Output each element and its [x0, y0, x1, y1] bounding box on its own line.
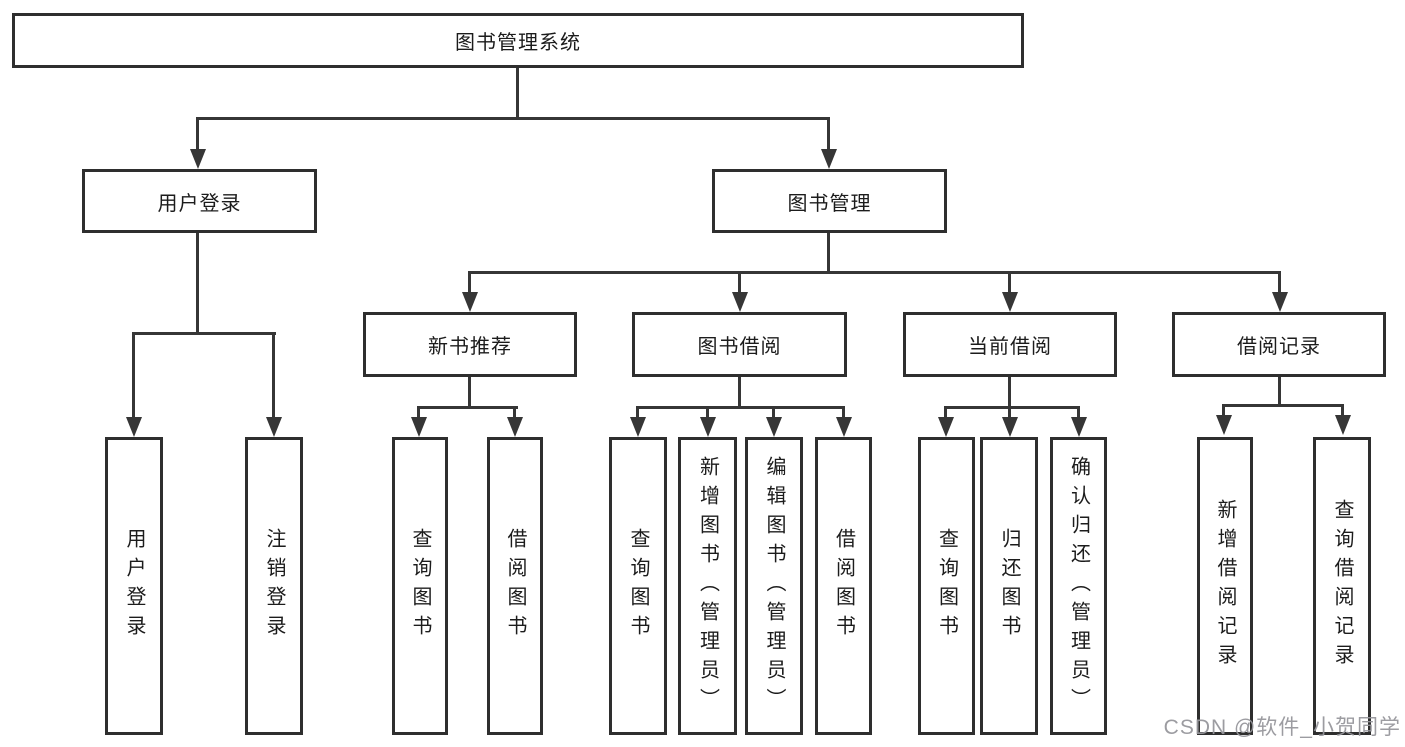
connector-line — [827, 118, 830, 151]
arrowhead-down-icon — [821, 149, 837, 169]
node-label: 注销登录 — [263, 528, 285, 644]
leaf-return-books: 归还图书 — [980, 437, 1038, 735]
leaf-edit-book-admin: 编辑图书（管理员） — [745, 437, 803, 735]
arrowhead-down-icon — [1272, 292, 1288, 312]
node-label: 归还图书 — [998, 528, 1020, 644]
connector-line — [738, 377, 741, 409]
node-label: 借阅图书 — [504, 528, 526, 644]
connector-line — [1222, 405, 1225, 417]
connector-line — [636, 406, 845, 409]
connector-line — [1008, 377, 1011, 409]
leaf-add-borrow-record: 新增借阅记录 — [1197, 437, 1253, 735]
connector-line — [417, 407, 420, 419]
node-label: 借阅记录 — [1237, 336, 1321, 358]
connector-line — [944, 406, 1080, 409]
node-label: 图书借阅 — [697, 336, 782, 358]
arrowhead-down-icon — [732, 292, 748, 312]
leaf-query-books-recommend: 查询图书 — [392, 437, 448, 735]
leaf-user-login: 用户登录 — [105, 437, 163, 735]
connector-line — [1077, 407, 1080, 419]
connector-line — [1008, 407, 1011, 419]
leaf-query-borrow-record: 查询借阅记录 — [1313, 437, 1371, 735]
node-label: 确认归还（管理员） — [1067, 455, 1090, 717]
node-label: 用户登录 — [123, 528, 145, 644]
connector-line — [468, 377, 471, 409]
connector-line — [636, 407, 639, 419]
connector-line — [1008, 272, 1011, 294]
arrowhead-down-icon — [766, 417, 782, 437]
connector-line — [196, 118, 199, 151]
connector-line — [132, 332, 276, 335]
node-label: 新增借阅记录 — [1214, 499, 1236, 673]
node-label: 查询图书 — [409, 528, 431, 644]
node-current-borrowing: 当前借阅 — [903, 312, 1117, 377]
arrowhead-down-icon — [266, 417, 282, 437]
arrowhead-down-icon — [938, 417, 954, 437]
arrowhead-down-icon — [1002, 292, 1018, 312]
node-label: 查询图书 — [627, 528, 649, 644]
connector-line — [196, 117, 830, 120]
node-user-login: 用户登录 — [82, 169, 317, 233]
watermark: CSDN @软件_小贺同学 — [1163, 716, 1401, 739]
node-borrowing-records: 借阅记录 — [1172, 312, 1386, 377]
arrowhead-down-icon — [1002, 417, 1018, 437]
node-label: 用户登录 — [157, 192, 242, 215]
connector-line — [944, 407, 947, 419]
connector-line — [468, 271, 1281, 274]
leaf-borrow-books-borrowing: 借阅图书 — [815, 437, 872, 735]
node-label: 图书管理 — [787, 192, 872, 215]
connector-line — [772, 407, 775, 419]
arrowhead-down-icon — [507, 417, 523, 437]
node-label: 编辑图书（管理员） — [763, 455, 785, 717]
leaf-add-book-admin: 新增图书（管理员） — [678, 437, 737, 735]
arrowhead-down-icon — [630, 417, 646, 437]
leaf-logout: 注销登录 — [245, 437, 303, 735]
arrowhead-down-icon — [1071, 417, 1087, 437]
arrowhead-down-icon — [836, 417, 852, 437]
connector-line — [468, 272, 471, 294]
arrowhead-down-icon — [411, 417, 427, 437]
leaf-query-books-borrowing: 查询图书 — [609, 437, 667, 735]
connector-line — [1341, 405, 1344, 417]
arrowhead-down-icon — [190, 149, 206, 169]
node-label: 借阅图书 — [832, 528, 855, 644]
connector-line — [196, 233, 199, 335]
connector-line — [1278, 377, 1281, 407]
connector-line — [417, 406, 518, 409]
leaf-confirm-return-admin: 确认归还（管理员） — [1050, 437, 1107, 735]
node-label: 图书管理系统 — [455, 32, 581, 54]
connector-line — [842, 407, 845, 419]
node-label: 查询图书 — [935, 528, 958, 644]
node-label: 查询借阅记录 — [1331, 499, 1353, 673]
connector-line — [272, 333, 275, 419]
node-label: 新增图书（管理员） — [696, 455, 719, 717]
leaf-query-books-current: 查询图书 — [918, 437, 975, 735]
connector-line — [513, 407, 516, 419]
arrowhead-down-icon — [462, 292, 478, 312]
connector-line — [706, 407, 709, 419]
connector-line — [1222, 404, 1344, 407]
node-book-borrowing: 图书借阅 — [632, 312, 847, 377]
node-new-book-recommendation: 新书推荐 — [363, 312, 577, 377]
connector-line — [516, 68, 519, 120]
arrowhead-down-icon — [126, 417, 142, 437]
arrowhead-down-icon — [1216, 415, 1232, 435]
node-label: 当前借阅 — [968, 336, 1052, 358]
leaf-borrow-books-recommend: 借阅图书 — [487, 437, 543, 735]
arrowhead-down-icon — [1335, 415, 1351, 435]
node-root: 图书管理系统 — [12, 13, 1024, 68]
node-book-management: 图书管理 — [712, 169, 947, 233]
node-label: 新书推荐 — [428, 336, 512, 358]
connector-line — [132, 333, 135, 419]
arrowhead-down-icon — [700, 417, 716, 437]
connector-line — [1278, 272, 1281, 294]
connector-line — [827, 233, 830, 274]
connector-line — [738, 272, 741, 294]
